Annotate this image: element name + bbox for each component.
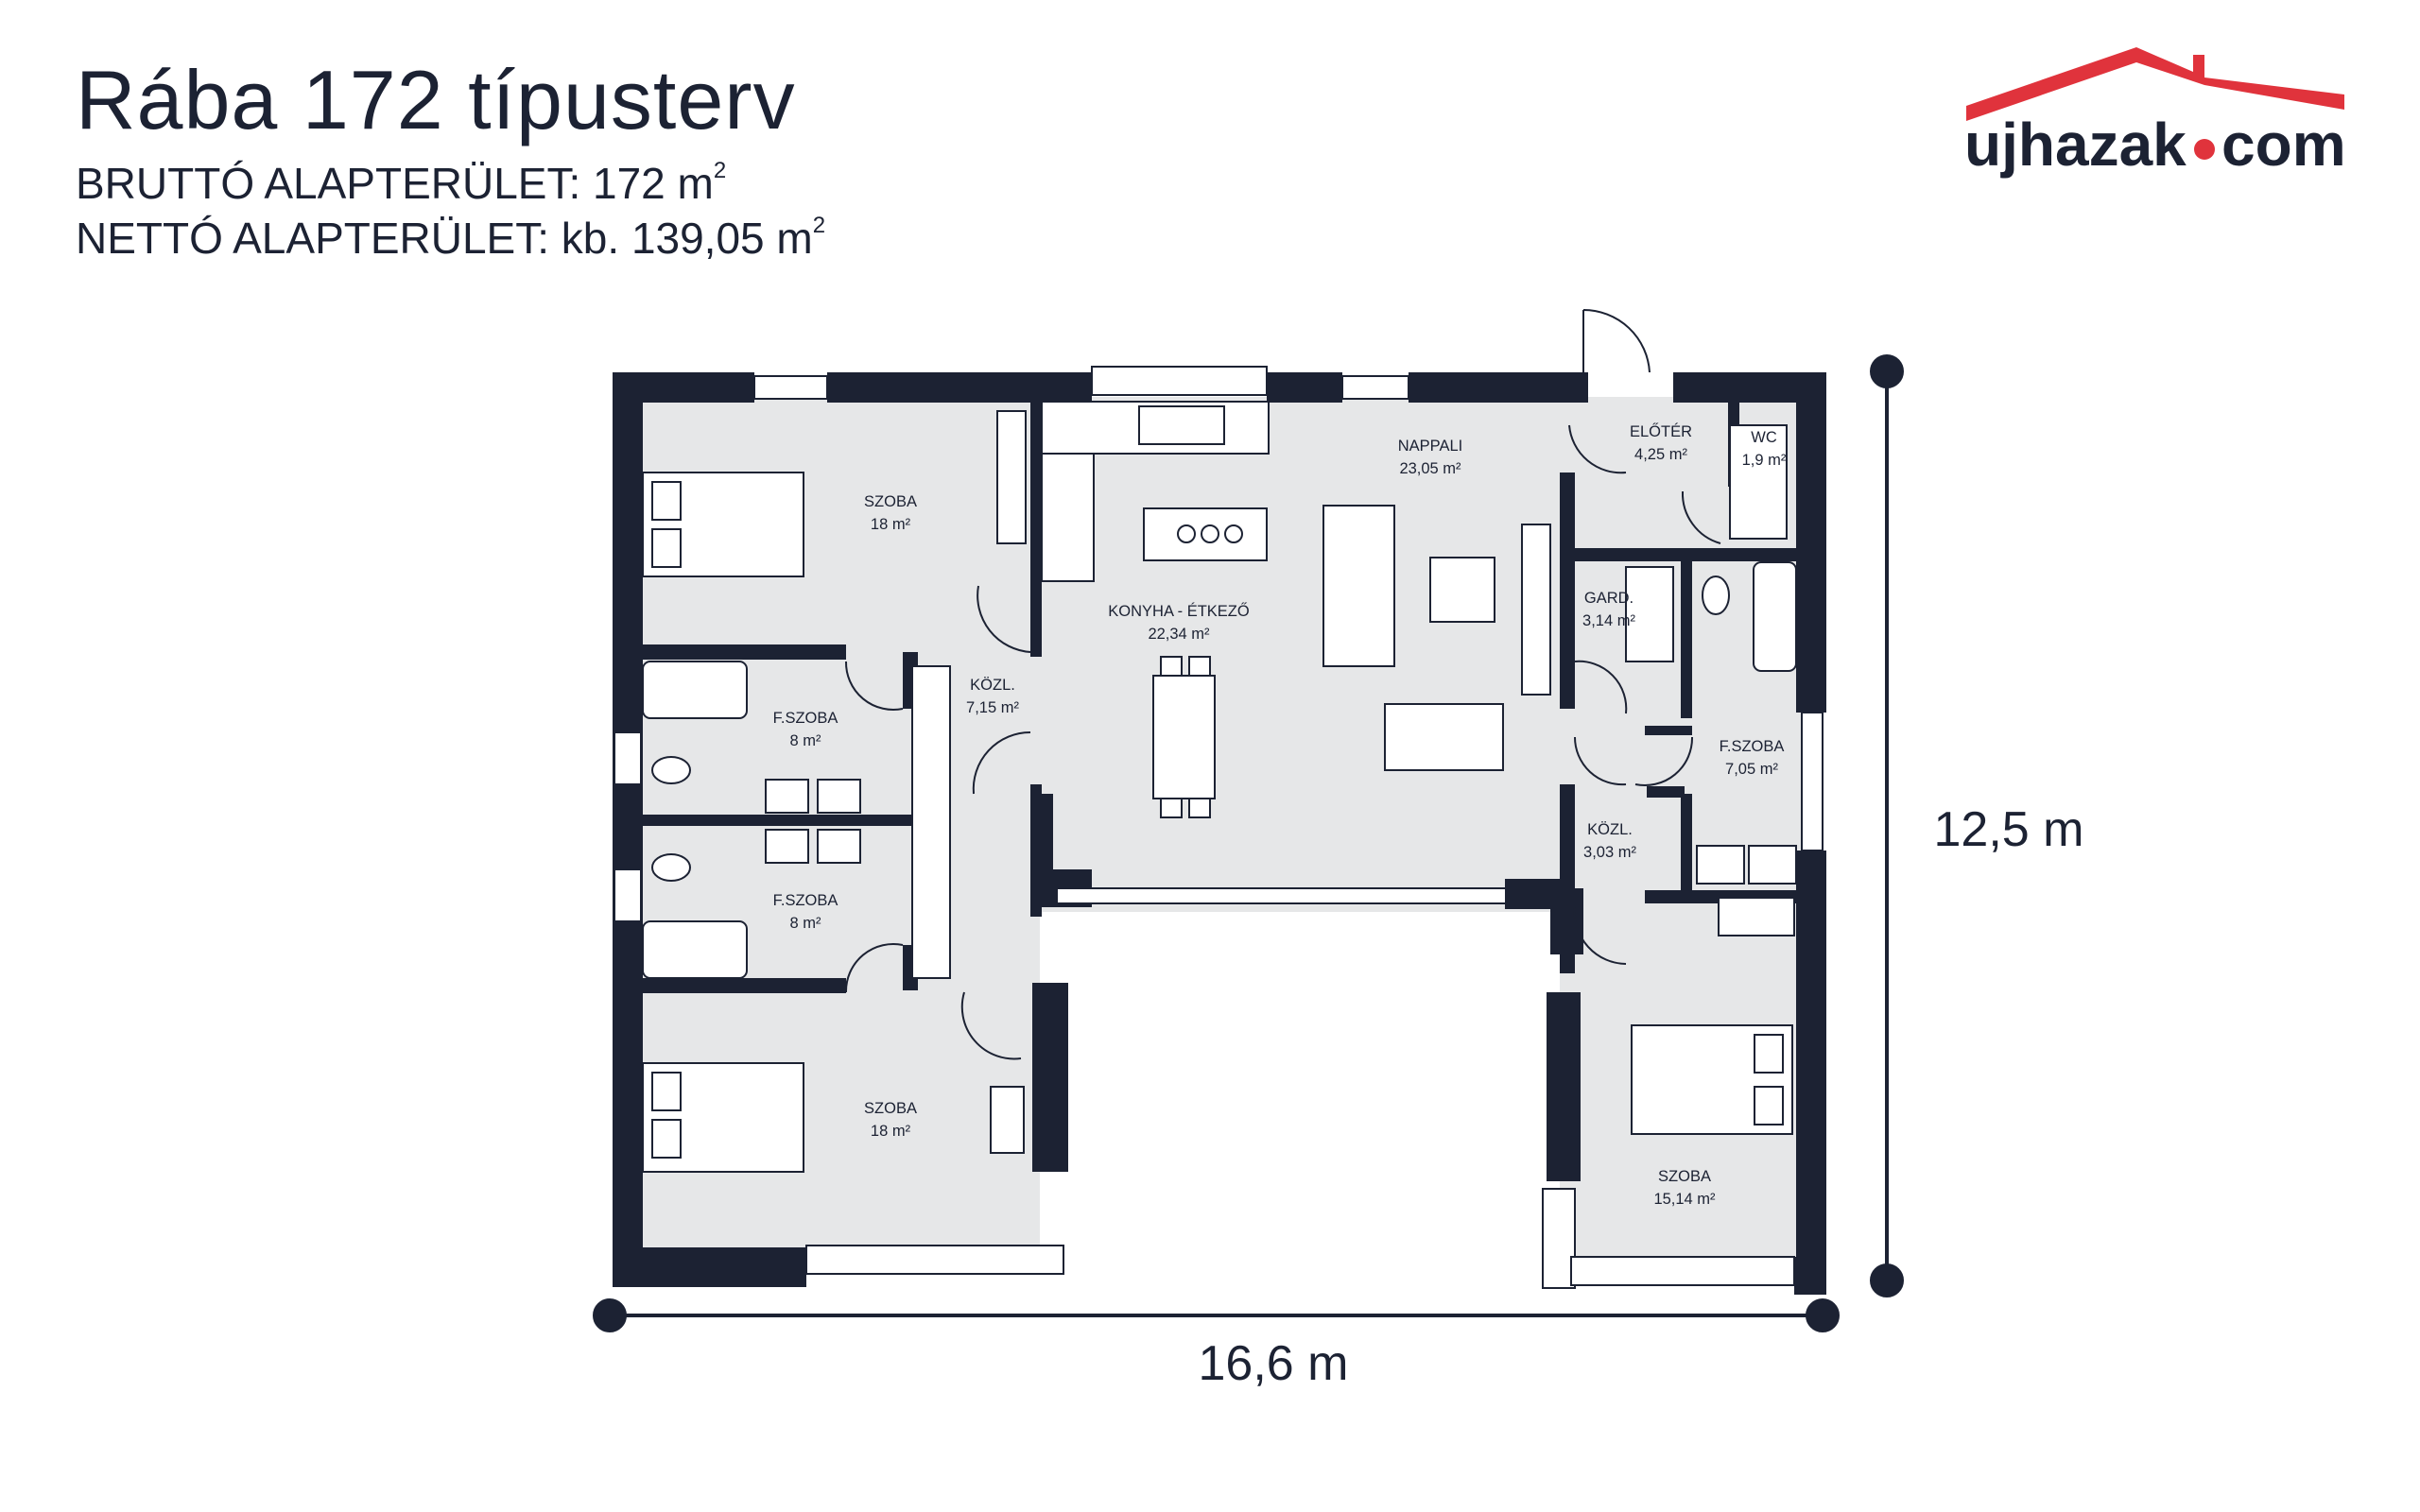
gross-area-text: BRUTTÓ ALAPTERÜLET: 172 m	[76, 159, 714, 208]
net-area-text: NETTÓ ALAPTERÜLET: kb. 139,05 m	[76, 213, 813, 263]
dimension-depth	[1870, 354, 1904, 1297]
room-area-kozl-left: 7,15 m²	[966, 699, 1019, 716]
room-area-konyha: 22,34 m²	[1148, 626, 1210, 643]
coffee-table	[1429, 557, 1495, 623]
furniture	[642, 401, 1797, 1173]
plan-title: Rába 172 típusterv	[76, 53, 796, 146]
net-area-sup: 2	[812, 212, 826, 238]
room-labels: SZOBA 18 m² F.SZOBA 8 m² F.SZOBA 8 m² SZOBA 18 …	[773, 422, 1787, 1208]
ujhazak-logo[interactable]: ujhazak com	[1957, 38, 2354, 180]
room-area-fszoba-3: 7,05 m²	[1725, 761, 1778, 778]
dining-table	[1152, 675, 1216, 799]
door-swings	[844, 308, 1721, 1060]
room-name-kozl-left: KÖZL.	[970, 677, 1015, 694]
room-name-gard: GARD.	[1584, 590, 1634, 607]
room-area-fszoba-1: 8 m²	[790, 732, 822, 749]
bathtub-3	[1753, 561, 1797, 672]
room-name-wc: WC	[1751, 429, 1777, 446]
dimension-width	[593, 1298, 1840, 1332]
room-area-szoba-nw: 18 m²	[871, 516, 911, 533]
room-area-nappali: 23,05 m²	[1399, 460, 1461, 477]
gross-area-sup: 2	[713, 158, 727, 183]
logo-wordmark-right: com	[2221, 111, 2346, 179]
tv-unit	[1521, 524, 1551, 696]
room-name-eloter: ELŐTÉR	[1630, 422, 1692, 440]
room-area-eloter: 4,25 m²	[1634, 446, 1687, 463]
room-name-szoba-sw: SZOBA	[864, 1100, 917, 1117]
room-name-fszoba-1: F.SZOBA	[773, 710, 838, 727]
room-area-kozl-right: 3,03 m²	[1583, 844, 1636, 861]
room-area-szoba-se: 15,14 m²	[1653, 1191, 1716, 1208]
logo-dot	[2194, 139, 2215, 160]
windows	[614, 366, 1824, 1289]
room-area-wc: 1,9 m²	[1742, 452, 1787, 469]
bathtub-1	[642, 661, 748, 719]
sofa-1	[1322, 505, 1395, 667]
bathtub-2	[642, 920, 748, 979]
room-area-gard: 3,14 m²	[1582, 612, 1635, 629]
room-name-szoba-se: SZOBA	[1658, 1168, 1711, 1185]
plan-header: Rába 172 típusterv BRUTTÓ ALAPTERÜLET: 1…	[76, 59, 825, 267]
width-label: 16,6 m	[1199, 1336, 1349, 1391]
gross-area: BRUTTÓ ALAPTERÜLET: 172 m2	[76, 158, 825, 208]
depth-label: 12,5 m	[1934, 802, 2084, 857]
room-name-fszoba-3: F.SZOBA	[1720, 738, 1785, 755]
sofa-2	[1384, 703, 1504, 771]
room-name-kozl-right: KÖZL.	[1587, 821, 1633, 838]
room-name-nappali: NAPPALI	[1398, 438, 1462, 455]
room-name-szoba-nw: SZOBA	[864, 493, 917, 510]
room-area-fszoba-2: 8 m²	[790, 915, 822, 932]
room-name-fszoba-2: F.SZOBA	[773, 892, 838, 909]
room-area-szoba-sw: 18 m²	[871, 1123, 911, 1140]
room-name-konyha: KONYHA - ÉTKEZŐ	[1108, 602, 1250, 620]
logo-wordmark-left: ujhazak	[1964, 111, 2187, 179]
net-area: NETTÓ ALAPTERÜLET: kb. 139,05 m2	[76, 212, 826, 263]
logo-roof	[1966, 47, 2344, 121]
